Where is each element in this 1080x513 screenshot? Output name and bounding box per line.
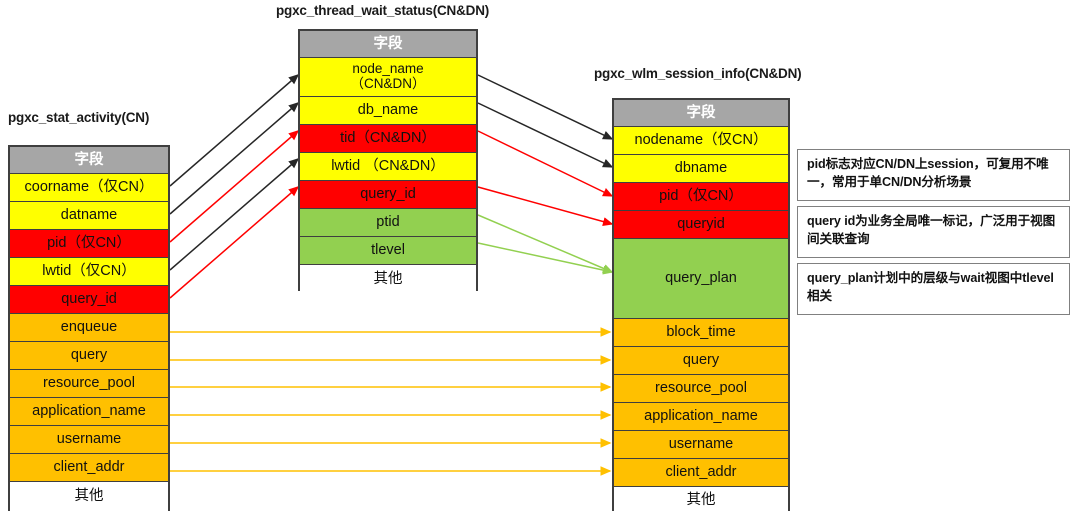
left-row-lwtid: lwtid（仅CN） [10, 258, 168, 286]
middle-row-db-name: db_name [300, 97, 476, 125]
right-table-header-field: 字段 [614, 100, 788, 127]
left-row-query-id: query_id [10, 286, 168, 314]
left-row-enqueue: enqueue [10, 314, 168, 342]
middle-table-header-field: 字段 [300, 31, 476, 58]
left-row-query: query [10, 342, 168, 370]
arrow-pid-to-tid [169, 130, 300, 243]
middle-row-tlevel: tlevel [300, 237, 476, 265]
table-pgxc-wlm-session-info: 字段 nodename（仅CN） dbname pid（仅CN） queryid… [612, 98, 790, 513]
middle-row-query-id: query_id [300, 181, 476, 209]
right-row-block-time: block_time [614, 319, 788, 347]
left-row-resource-pool: resource_pool [10, 370, 168, 398]
arrow-lwtid-to-lwtid [169, 158, 300, 271]
right-row-username: username [614, 431, 788, 459]
right-row-dbname: dbname [614, 155, 788, 183]
right-row-query-plan: query_plan [614, 239, 788, 319]
arrow-query-id-to-queryid [477, 186, 614, 226]
right-row-other: 其他 [614, 487, 788, 513]
left-row-username: username [10, 426, 168, 454]
right-row-query: query [614, 347, 788, 375]
right-row-pid: pid（仅CN） [614, 183, 788, 211]
arrow-queryid-to-queryid [169, 186, 300, 299]
left-row-coorname: coorname（仅CN） [10, 174, 168, 202]
left-row-other: 其他 [10, 482, 168, 511]
middle-row-tid: tid（CN&DN） [300, 125, 476, 153]
left-row-application-name: application_name [10, 398, 168, 426]
right-row-queryid: queryid [614, 211, 788, 239]
left-row-pid: pid（仅CN） [10, 230, 168, 258]
middle-row-lwtid: lwtid （CN&DN） [300, 153, 476, 181]
arrow-node-name-to-nodename [477, 74, 614, 140]
arrow-db-name-to-dbname [477, 102, 614, 168]
arrow-coorname-to-node-name [169, 74, 300, 187]
right-row-nodename: nodename（仅CN） [614, 127, 788, 155]
arrows-left-to-right [170, 327, 612, 476]
table-pgxc-thread-wait-status: 字段 node_name（CN&DN） db_name tid（CN&DN） l… [298, 29, 478, 293]
table-title-pgxc-stat-activity: pgxc_stat_activity(CN) [8, 110, 150, 125]
right-row-resource-pool: resource_pool [614, 375, 788, 403]
middle-row-ptid: ptid [300, 209, 476, 237]
right-row-application-name: application_name [614, 403, 788, 431]
left-table-header-field: 字段 [10, 147, 168, 174]
middle-row-node-name: node_name（CN&DN） [300, 58, 476, 97]
table-pgxc-stat-activity: 字段 coorname（仅CN） datname pid（仅CN） lwtid（… [8, 145, 170, 511]
arrows-left-to-middle [169, 74, 300, 299]
table-title-pgxc-wlm-session-info: pgxc_wlm_session_info(CN&DN) [594, 66, 802, 81]
note-query-id: query id为业务全局唯一标记，广泛用于视图间关联查询 [797, 206, 1070, 258]
table-title-pgxc-thread-wait-status: pgxc_thread_wait_status(CN&DN) [276, 3, 490, 18]
right-row-client-addr: client_addr [614, 459, 788, 487]
arrow-tid-to-pid [477, 130, 614, 197]
arrow-ptid-to-query-plan [477, 214, 614, 273]
note-pid: pid标志对应CN/DN上session，可复用不唯一，常用于单CN/DN分析场… [797, 149, 1070, 201]
middle-row-other: 其他 [300, 265, 476, 293]
note-query-plan: query_plan计划中的层级与wait视图中tlevel相关 [797, 263, 1070, 315]
left-row-datname: datname [10, 202, 168, 230]
left-row-client-addr: client_addr [10, 454, 168, 482]
arrow-datname-to-db-name [169, 102, 300, 215]
arrows-middle-to-right [477, 74, 614, 275]
arrow-tlevel-to-query-plan [477, 242, 614, 275]
